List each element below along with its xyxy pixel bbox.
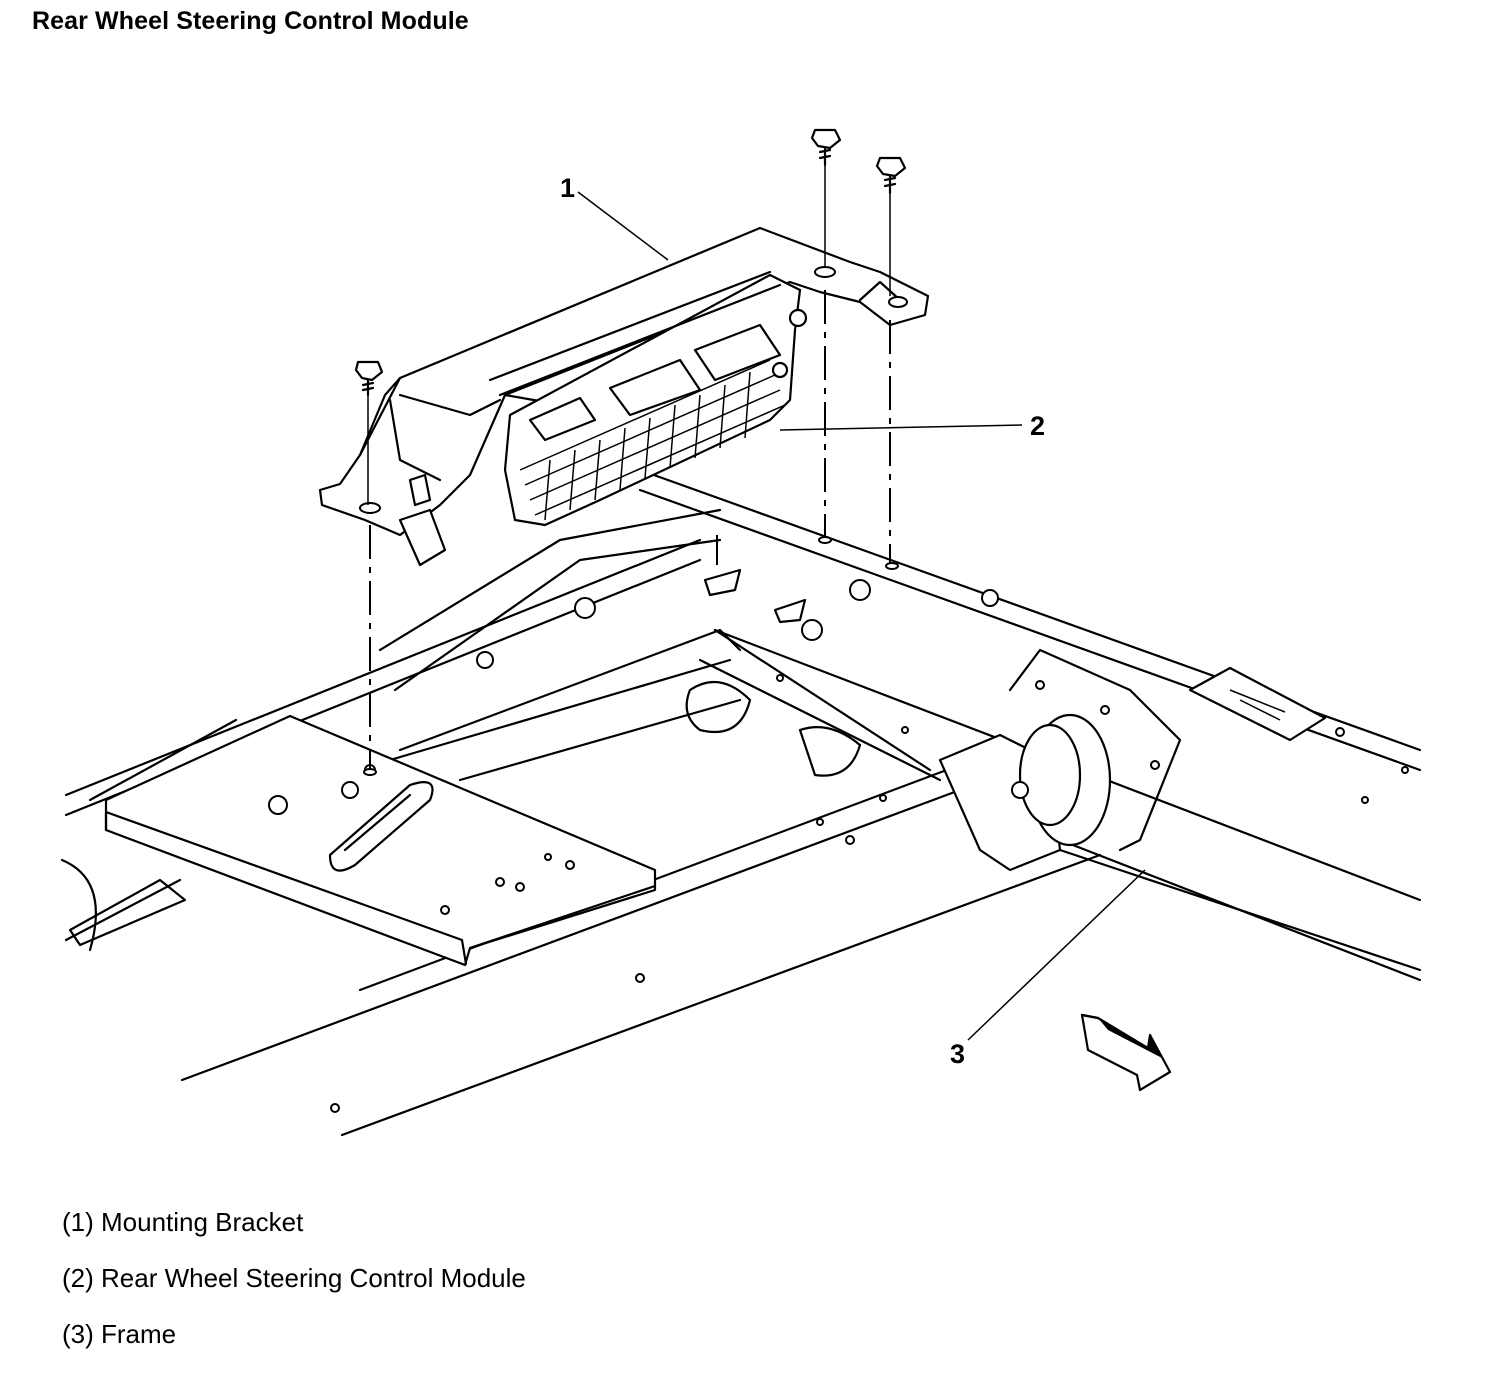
mounting-bolt-left (354, 360, 384, 770)
mounting-bolt-right (875, 156, 907, 565)
leader-line-2 (779, 424, 1023, 431)
leader-line-1 (577, 191, 669, 261)
mounting-bolt-center (810, 128, 842, 540)
legend-item-mounting-bracket: (1) Mounting Bracket (62, 1207, 304, 1237)
callout-1: 1 (560, 173, 575, 203)
callout-3: 3 (950, 1039, 965, 1069)
rear-wheel-steering-control-module (488, 270, 808, 527)
vehicle-frame (60, 468, 1422, 1137)
legend-item-frame: (3) Frame (62, 1319, 177, 1349)
page-title: Rear Wheel Steering Control Module (32, 7, 469, 35)
leader-line-3 (967, 869, 1146, 1041)
forward-direction-arrow-icon (1080, 1013, 1172, 1092)
legend-list: (1) Mounting Bracket (2) Rear Wheel Stee… (62, 1205, 526, 1373)
legend-item-control-module: (2) Rear Wheel Steering Control Module (62, 1263, 526, 1293)
callout-2: 2 (1030, 411, 1045, 441)
